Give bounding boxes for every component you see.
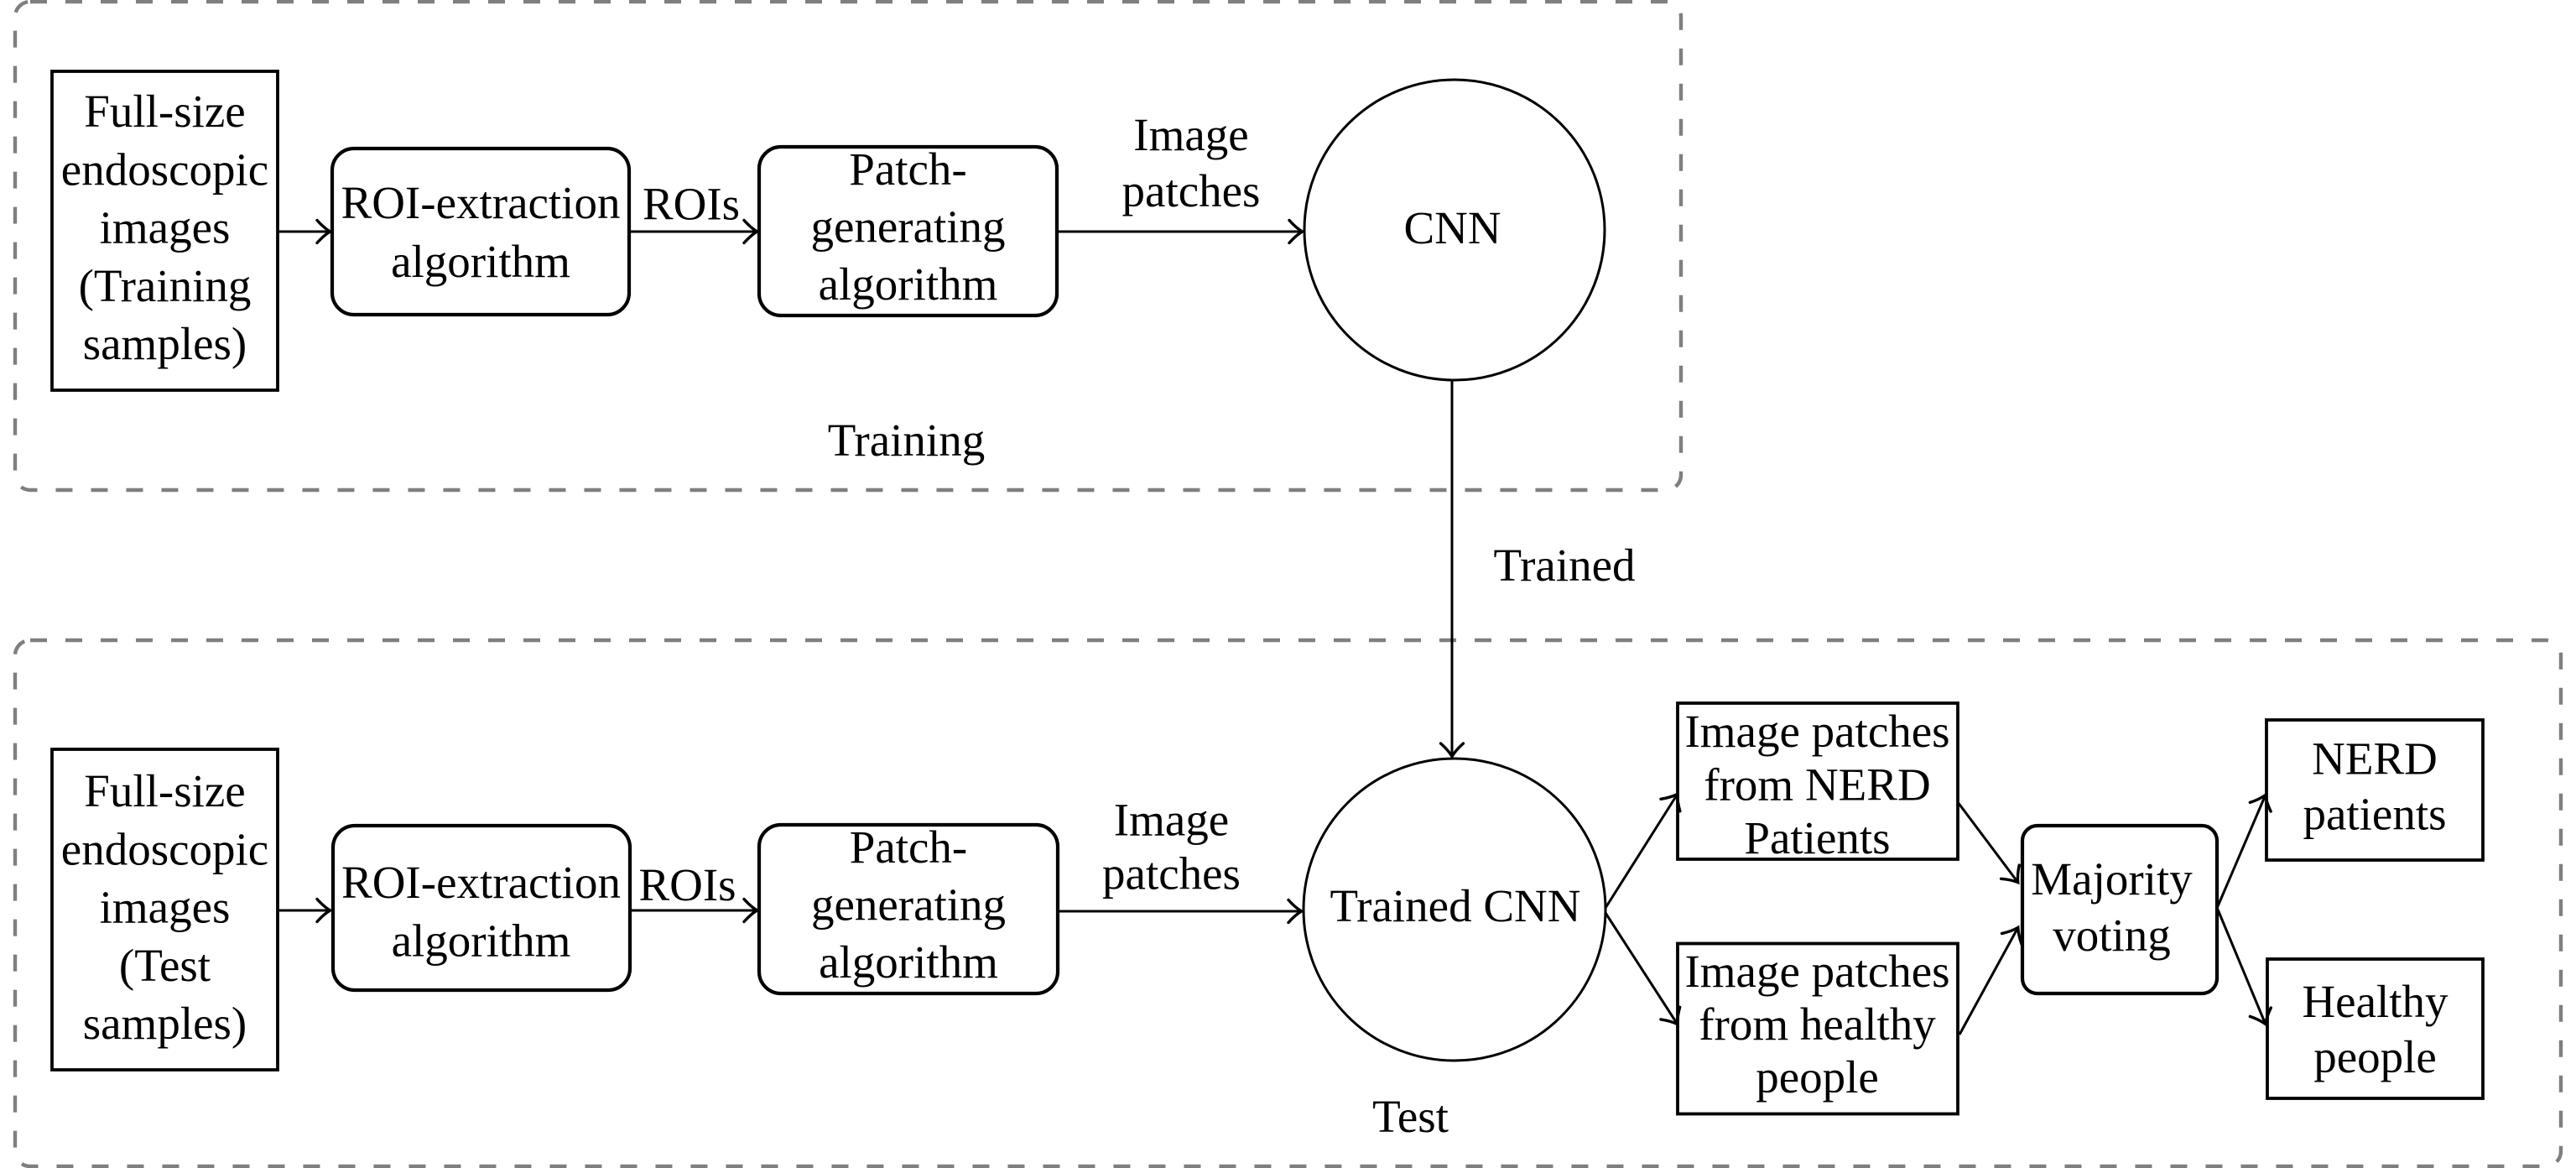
svg-text:from NERD: from NERD [1704, 759, 1930, 811]
svg-text:patches: patches [1102, 848, 1241, 899]
svg-text:images: images [100, 882, 231, 933]
svg-text:Image patches: Image patches [1684, 706, 1949, 757]
svg-text:ROIs: ROIs [638, 859, 736, 910]
svg-text:algorithm: algorithm [819, 936, 998, 988]
svg-text:samples): samples) [83, 998, 247, 1049]
svg-text:CNN: CNN [1403, 202, 1501, 253]
svg-text:NERD: NERD [2312, 733, 2438, 785]
svg-text:Trained: Trained [1493, 540, 1635, 591]
svg-text:Full-size: Full-size [84, 765, 245, 816]
svg-text:(Test: (Test [119, 940, 211, 991]
svg-text:ROI-extraction: ROI-extraction [341, 177, 621, 228]
svg-text:Image patches: Image patches [1684, 946, 1949, 997]
svg-text:samples): samples) [83, 318, 247, 369]
svg-text:Patients: Patients [1744, 812, 1890, 863]
svg-text:generating: generating [810, 201, 1005, 253]
svg-text:Healthy: Healthy [2302, 976, 2449, 1027]
svg-text:algorithm: algorithm [819, 258, 998, 310]
svg-text:voting: voting [2053, 910, 2171, 961]
svg-text:Majority: Majority [2031, 853, 2193, 905]
svg-text:patches: patches [1122, 165, 1261, 216]
svg-text:Image: Image [1114, 795, 1229, 846]
svg-text:endoscopic: endoscopic [61, 823, 268, 874]
svg-text:people: people [2313, 1031, 2437, 1082]
svg-text:(Training: (Training [79, 260, 252, 311]
svg-text:Patch-: Patch- [849, 143, 967, 195]
svg-text:algorithm: algorithm [392, 915, 571, 967]
svg-text:generating: generating [811, 879, 1006, 931]
svg-text:Patch-: Patch- [850, 821, 968, 873]
svg-text:images: images [100, 202, 231, 253]
svg-text:algorithm: algorithm [391, 236, 570, 287]
svg-text:Image: Image [1133, 109, 1248, 160]
svg-text:from healthy: from healthy [1699, 999, 1936, 1050]
svg-text:patients: patients [2303, 789, 2446, 840]
svg-text:ROIs: ROIs [643, 179, 740, 230]
svg-text:Training: Training [828, 415, 985, 466]
svg-text:endoscopic: endoscopic [61, 143, 268, 195]
svg-text:Trained CNN: Trained CNN [1330, 880, 1581, 931]
svg-text:ROI-extraction: ROI-extraction [341, 857, 621, 908]
svg-text:Full-size: Full-size [84, 86, 245, 137]
svg-text:Test: Test [1372, 1091, 1449, 1142]
svg-text:people: people [1756, 1051, 1879, 1103]
